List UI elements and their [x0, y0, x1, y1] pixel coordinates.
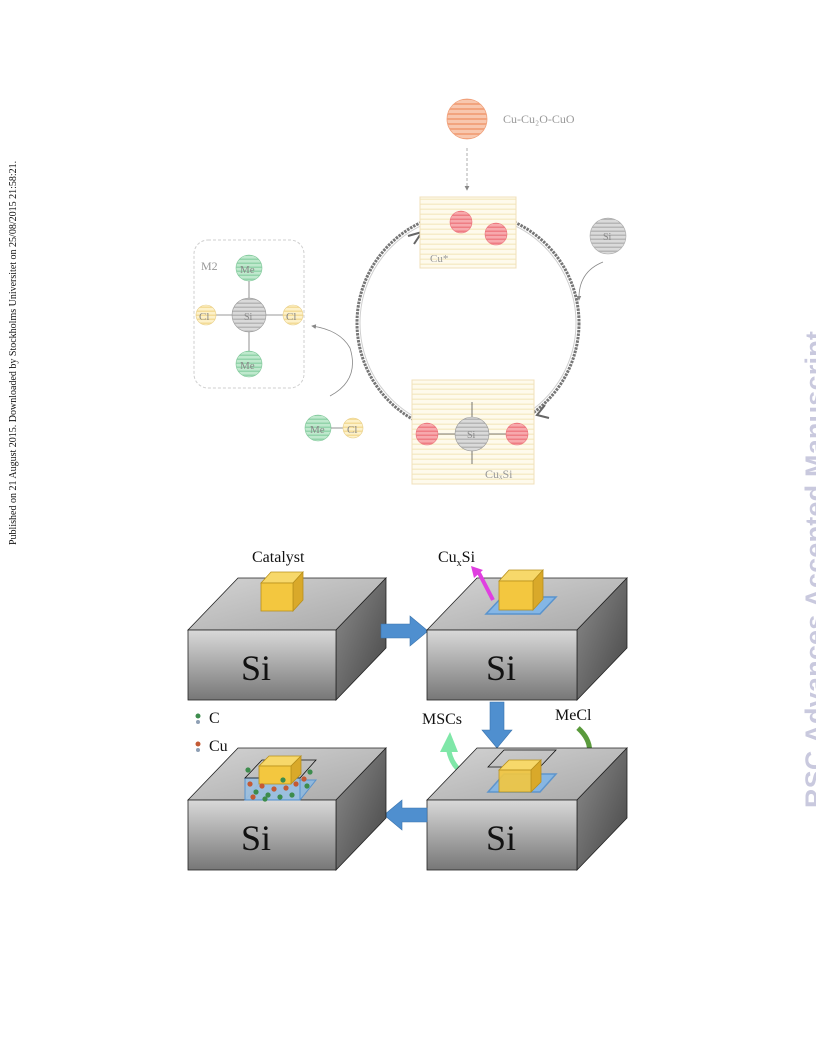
deposit-particles	[245, 767, 313, 802]
cuxsi-cu-right	[505, 422, 529, 446]
si-sphere-label: Si	[603, 232, 612, 243]
si-block-3: Si	[426, 747, 628, 871]
si-arrow	[576, 261, 604, 301]
m2-cl-right-label: Cl	[286, 311, 296, 323]
deposit-zone-4	[243, 755, 318, 802]
copper-oxide-sphere	[446, 98, 488, 140]
m2-cl-left-label: Cl	[199, 311, 209, 323]
cu-star-atom-2	[484, 222, 508, 246]
mecl-label: MeCl	[555, 707, 592, 724]
legend: C Cu	[195, 710, 228, 755]
cu-star-label: Cu*	[430, 253, 448, 265]
process-diagram: Si Catalyst Si CuxSi MSCs	[187, 549, 628, 871]
m2-me-bottom-label: Me	[240, 360, 255, 372]
cu-star-atom-1	[449, 210, 473, 234]
mecl-arrow	[311, 324, 353, 397]
catalyst-cube-2	[498, 568, 544, 612]
cuxsi-si-center-label: Si	[467, 430, 476, 441]
si-block-2-label: Si	[486, 648, 516, 688]
m2-si-center	[231, 297, 267, 333]
cuxsi-si-center	[454, 416, 490, 452]
catalyst-cube-1	[260, 570, 304, 613]
m2-me-top-label: Me	[240, 264, 255, 276]
cuxsi-panel-label: CuₓSi	[485, 467, 513, 481]
mecl-me-label: Me	[310, 424, 325, 436]
si-block-2: Si	[426, 577, 628, 701]
legend-copper-label: Cu	[209, 738, 228, 755]
cuxsi-cu-left	[415, 422, 439, 446]
m2-label: M2	[201, 259, 218, 273]
mscs-label: MSCs	[422, 711, 462, 728]
arrow-block3-to-block4	[383, 799, 428, 831]
arrow-block2-to-block3	[481, 701, 513, 749]
si-block-4: Si	[187, 747, 387, 871]
cuxsi-pointer-arrow	[477, 572, 495, 601]
si-block-4-label: Si	[241, 818, 271, 858]
copper-oxide-label: Cu-Cu₂O-CuO	[503, 112, 575, 126]
mscs-arrow-head	[440, 732, 458, 752]
cuxsi-label-main: CuxSi	[438, 549, 476, 569]
mecl-cl-label: Cl	[347, 424, 357, 436]
legend-copper: Cu	[195, 738, 228, 755]
legend-carbon-label: C	[209, 710, 220, 727]
mecl-cl-sphere	[342, 417, 364, 439]
m2-cl-right	[282, 304, 304, 326]
si-block-1: Si	[187, 577, 387, 701]
m2-me-bottom	[235, 350, 263, 378]
arrow-block1-to-block2	[380, 615, 429, 647]
catalyst-label: Catalyst	[252, 549, 305, 566]
si-block-1-label: Si	[241, 648, 271, 688]
m2-me-top	[235, 254, 263, 282]
cuxsi-pointer-head	[471, 566, 483, 578]
si-block-3-label: Si	[486, 818, 516, 858]
legend-carbon: C	[195, 710, 220, 727]
cycle-arrow-right-bottom	[535, 404, 550, 419]
catalytic-cycle: Cu-Cu₂O-CuO Cu* Si Si CuₓSi Me Cl	[193, 98, 627, 485]
m2-cl-left	[195, 304, 217, 326]
m2-si-label: Si	[244, 312, 253, 323]
si-sphere	[589, 217, 627, 255]
reaction-zone-3	[486, 749, 558, 793]
